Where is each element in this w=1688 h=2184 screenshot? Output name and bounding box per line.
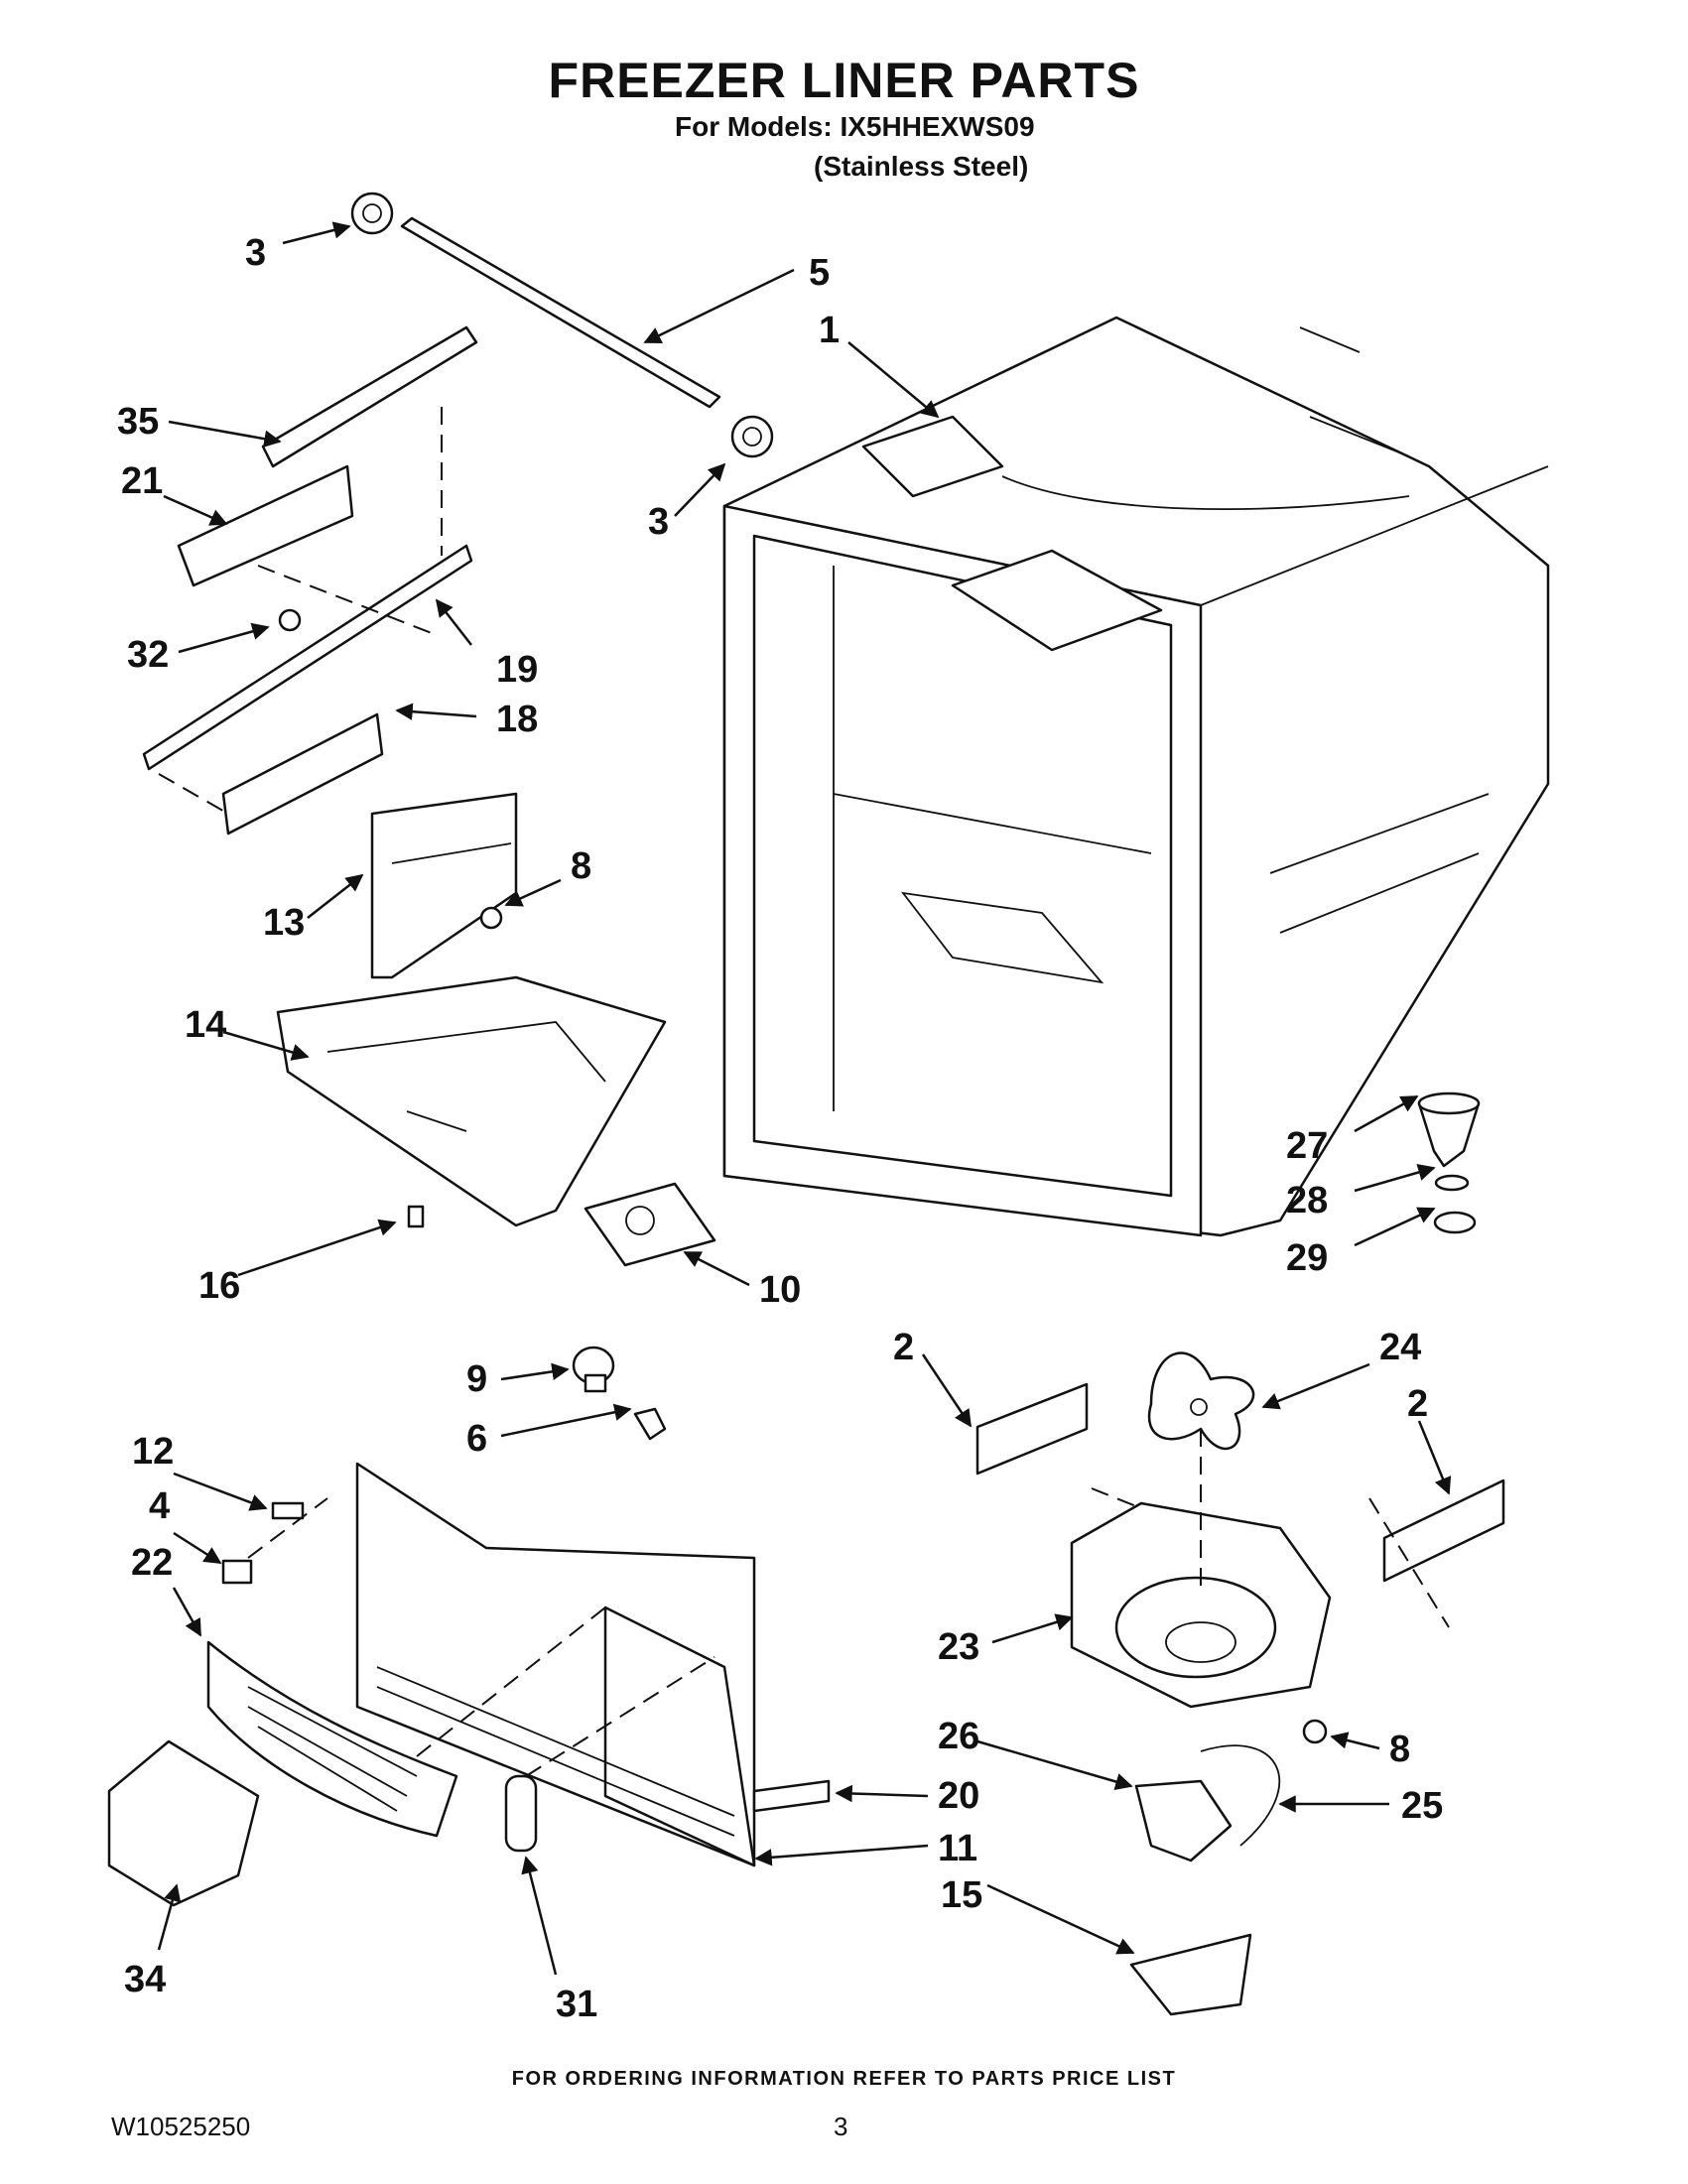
- cover-part: [107, 1739, 260, 1907]
- callout-14: 14: [185, 1004, 226, 1046]
- models-line: For Models: IX5HHEXWS09: [675, 111, 1035, 142]
- callout-18: 18: [496, 699, 538, 740]
- callout-8-top: 8: [571, 845, 591, 887]
- callout-13: 13: [263, 902, 305, 944]
- fan-blade-part: [1147, 1351, 1255, 1451]
- callout-9: 9: [466, 1358, 487, 1400]
- rail-parts: [142, 325, 478, 835]
- gear-part-bottom: [730, 415, 774, 458]
- callout-12: 12: [132, 1431, 174, 1473]
- document-number: W10525250: [111, 2112, 251, 2141]
- callout-21: 21: [121, 460, 163, 502]
- page-title: FREEZER LINER PARTS: [548, 53, 1140, 108]
- callout-32: 32: [127, 634, 169, 676]
- callout-26: 26: [938, 1716, 979, 1757]
- callout-27: 27: [1286, 1125, 1328, 1167]
- callout-2-right: 2: [1407, 1383, 1428, 1425]
- callout-2-left: 2: [893, 1327, 914, 1368]
- grille-part: [206, 1640, 458, 1838]
- bracket-part: [370, 792, 518, 979]
- drain-parts: [1417, 1092, 1481, 1234]
- callout-24: 24: [1379, 1327, 1421, 1368]
- callout-25: 25: [1401, 1785, 1443, 1827]
- callout-10: 10: [759, 1269, 801, 1311]
- callout-35: 35: [117, 401, 159, 443]
- motor-assembly: [1129, 1719, 1328, 2016]
- finish-variant: (Stainless Steel): [814, 151, 1029, 182]
- callout-23: 23: [938, 1626, 979, 1668]
- callout-19: 19: [496, 649, 538, 691]
- leader-lines: [157, 221, 1452, 1976]
- callout-4: 4: [149, 1485, 170, 1527]
- ordering-note: FOR ORDERING INFORMATION REFER TO PARTS …: [511, 2068, 1177, 2090]
- callout-16: 16: [198, 1265, 240, 1307]
- callout-20: 20: [938, 1775, 979, 1817]
- callout-28: 28: [1286, 1180, 1328, 1221]
- callout-31: 31: [556, 1984, 597, 2025]
- clip-part: [504, 1774, 538, 1853]
- duct-cover-part: [276, 975, 716, 1267]
- callout-1: 1: [819, 310, 840, 351]
- rod-part: [400, 216, 721, 409]
- callout-labels: 3 5 1 35 21 3 32 19 18 8 13 14 27 28 29 …: [117, 232, 1443, 2025]
- callout-29: 29: [1286, 1237, 1328, 1279]
- callout-6: 6: [466, 1418, 487, 1460]
- callout-34: 34: [124, 1959, 166, 2000]
- page-number: 3: [834, 2112, 848, 2141]
- callout-5: 5: [809, 252, 830, 294]
- callout-8-bottom: 8: [1389, 1729, 1410, 1770]
- callout-3-bottom: 3: [648, 501, 669, 543]
- freezer-liner-part: [722, 316, 1550, 1237]
- callout-22: 22: [131, 1542, 173, 1584]
- callout-3-top: 3: [245, 232, 266, 274]
- rear-panel-part: [221, 1462, 831, 1867]
- callout-15: 15: [941, 1874, 982, 1916]
- fan-shroud-part: [1070, 1429, 1450, 1709]
- insulation-pads: [975, 1382, 1505, 1583]
- callout-11: 11: [938, 1828, 977, 1869]
- gear-part-top: [350, 192, 394, 235]
- bulb-part: [572, 1346, 667, 1441]
